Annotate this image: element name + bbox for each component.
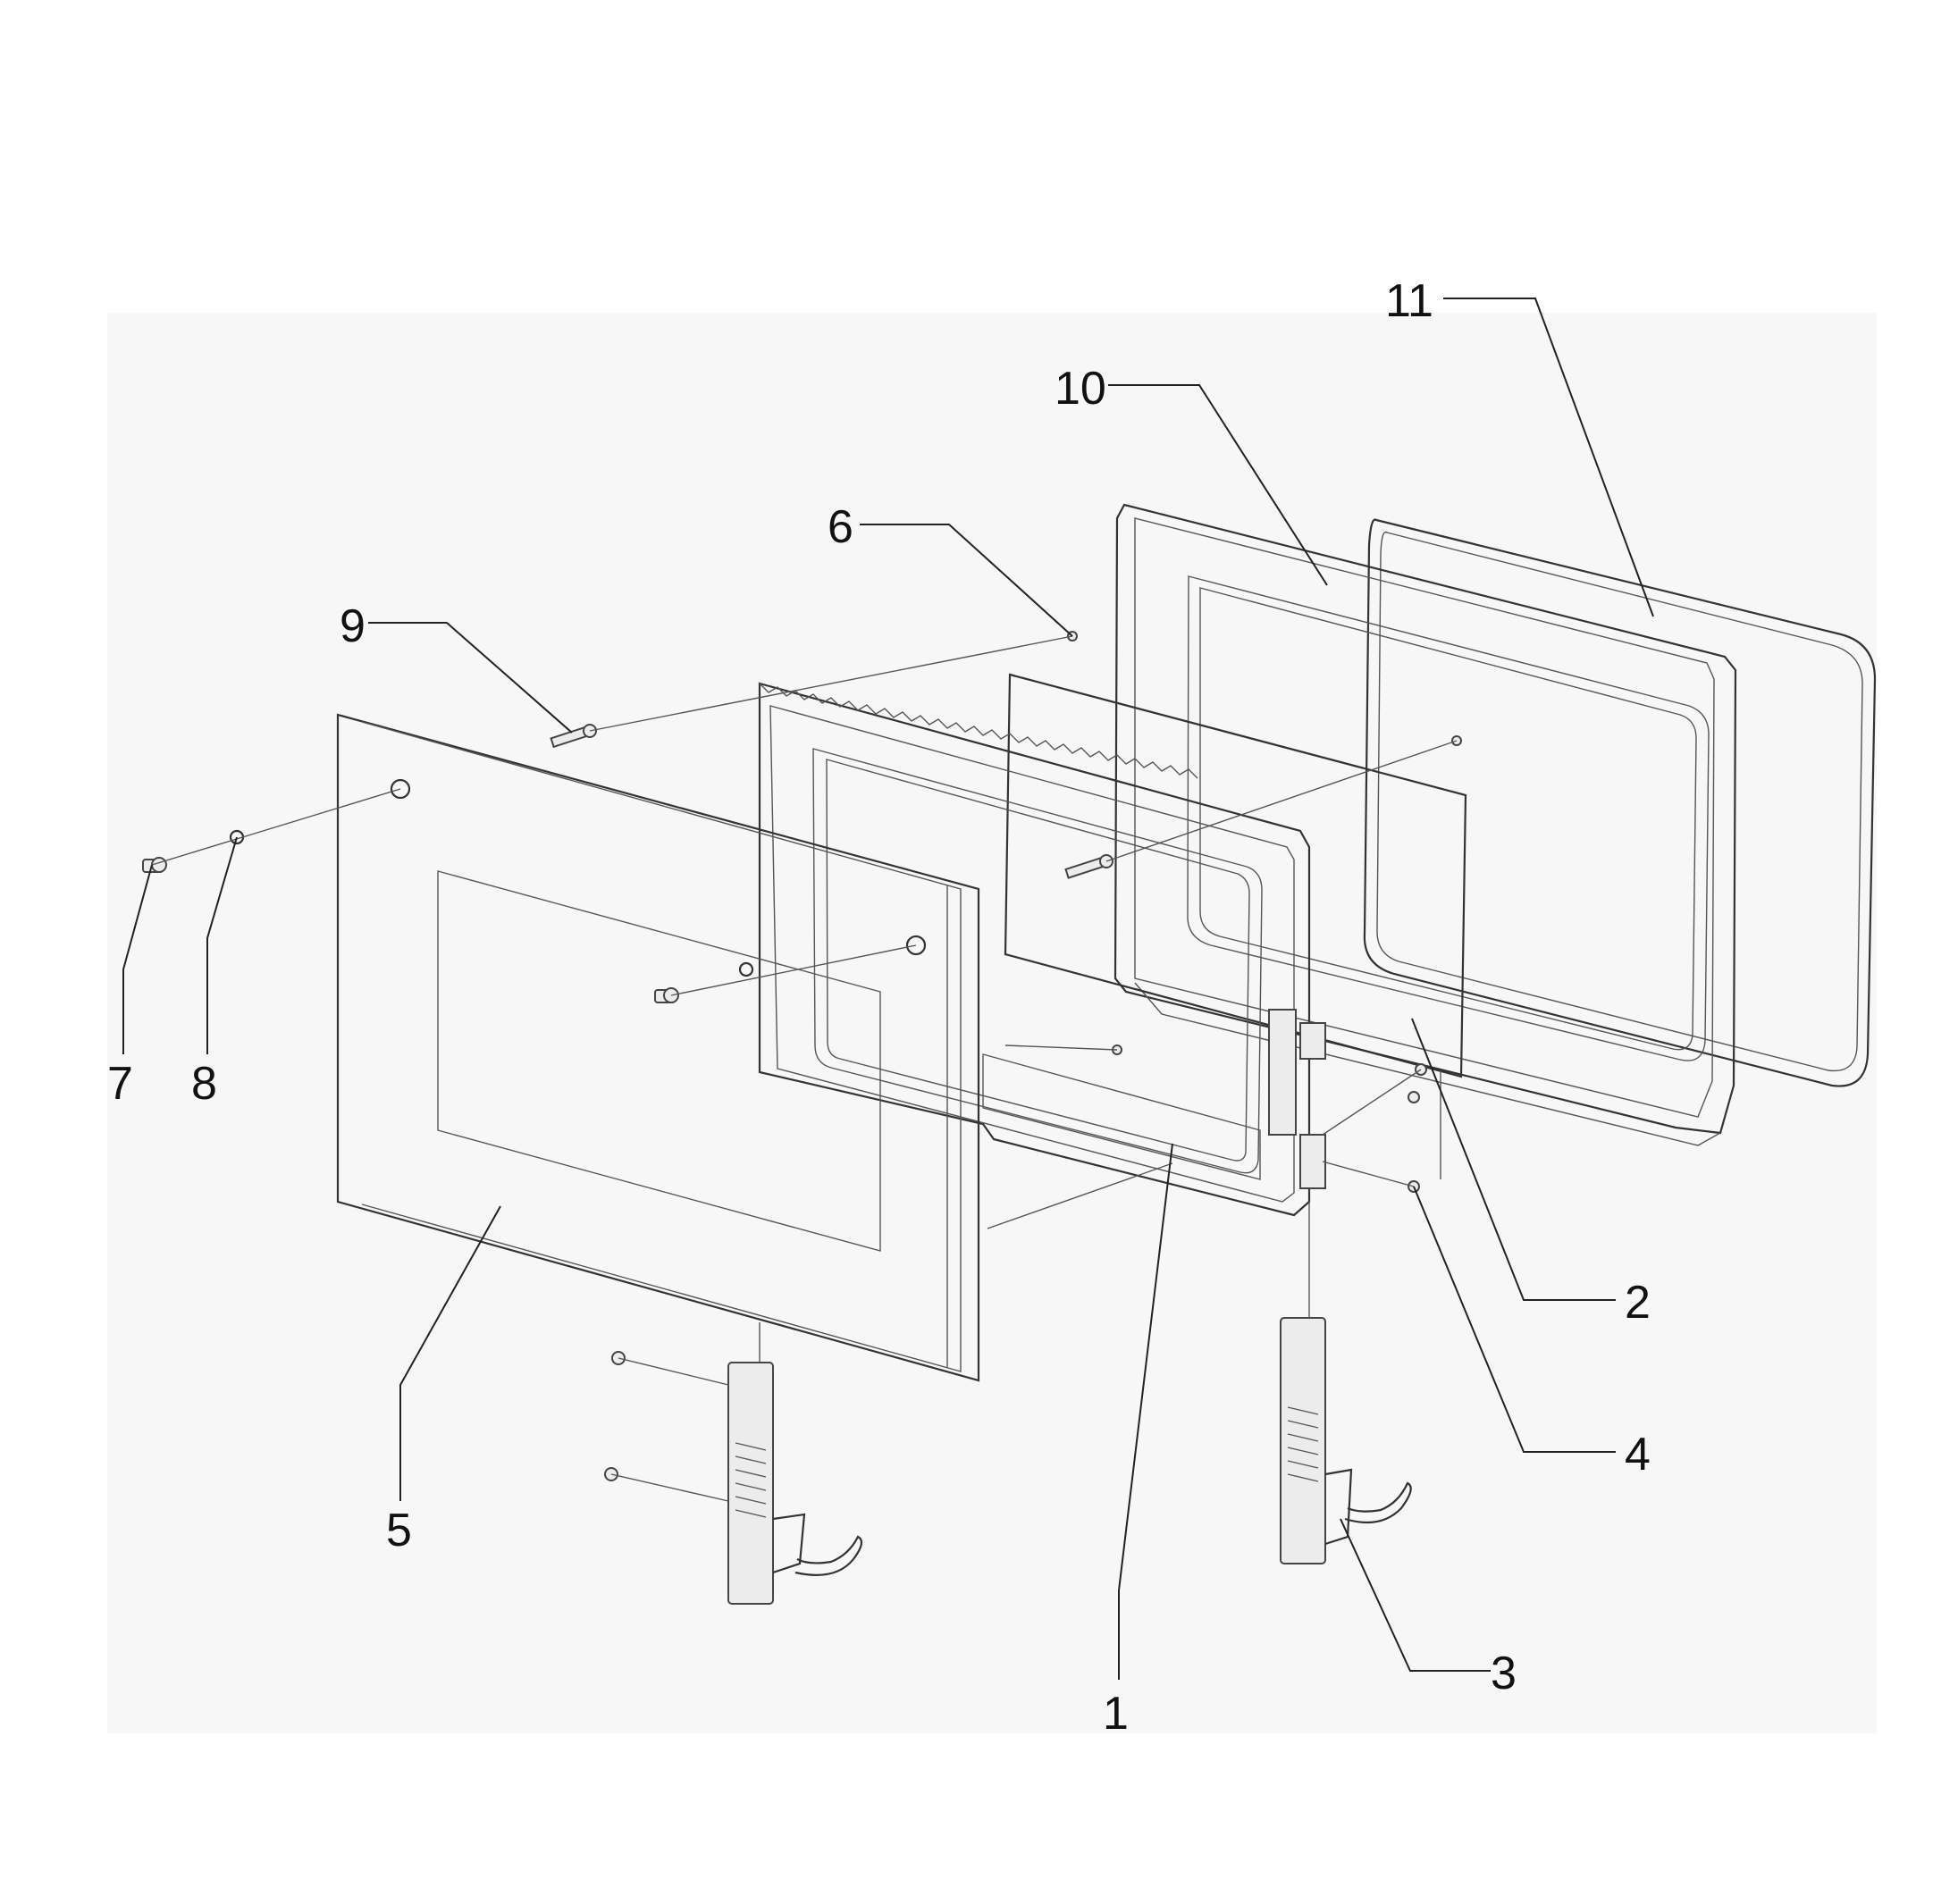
callout-2: 2 — [1625, 1277, 1651, 1329]
callout-7: 7 — [107, 1058, 133, 1110]
part-1-inner-frame — [758, 682, 1326, 1217]
callout-6: 6 — [828, 501, 853, 553]
part-3-hinge-right — [1280, 1317, 1412, 1564]
callout-5: 5 — [386, 1505, 412, 1556]
callout-labels: 11 10 6 9 7 8 5 1 2 4 3 — [107, 275, 1651, 1740]
drawing-area — [107, 313, 1877, 1733]
callout-8: 8 — [191, 1058, 217, 1110]
part-9-screw-mid — [1064, 854, 1113, 879]
part-2-inner-glass — [1004, 673, 1467, 1078]
part-10-rear-frame — [1113, 503, 1737, 1146]
callout-11: 11 — [1385, 275, 1433, 327]
part-11-gasket — [1363, 518, 1877, 1087]
callout-1: 1 — [1103, 1688, 1129, 1740]
callout-10: 10 — [1055, 363, 1106, 415]
part-7-knob-center — [654, 987, 679, 1003]
callout-4: 4 — [1625, 1429, 1651, 1480]
callout-9: 9 — [340, 600, 366, 652]
part-7-knob-left — [142, 857, 167, 873]
assembly-lines — [151, 635, 1458, 1502]
leader-lines — [122, 298, 1654, 1680]
part-5-outer-glass — [336, 713, 980, 1382]
part-9-screw-top — [550, 724, 597, 749]
callout-3: 3 — [1491, 1648, 1517, 1699]
